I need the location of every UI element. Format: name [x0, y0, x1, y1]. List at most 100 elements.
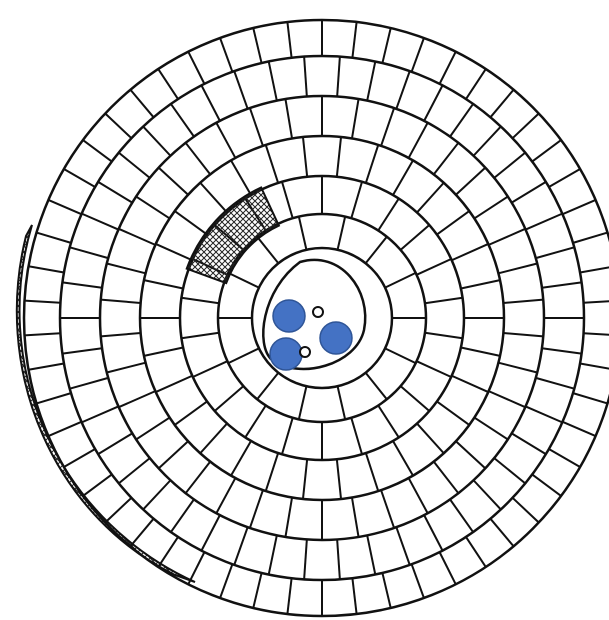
ring-1-divider	[366, 237, 387, 264]
ring-2-divider	[282, 182, 293, 218]
ring-3-divider	[461, 280, 500, 288]
ring-6-divider	[440, 552, 456, 584]
ring-3-divider	[393, 160, 413, 195]
ring-6-divider	[563, 200, 596, 214]
ring-6-divider	[37, 233, 71, 243]
ring-2-divider	[181, 333, 219, 338]
ring-2-divider	[425, 333, 463, 338]
ring-6-divider	[64, 169, 95, 187]
ring-6-divider	[48, 422, 81, 436]
ring-5-divider	[367, 61, 375, 100]
ring-2-divider	[425, 298, 463, 303]
ring-4-divider	[250, 490, 263, 528]
ring-5-divider	[82, 214, 119, 230]
ring-4-divider	[352, 99, 359, 138]
ring-2-divider	[351, 182, 362, 218]
ring-6-divider	[532, 140, 561, 161]
ring-4-divider	[186, 462, 211, 494]
ring-6-divider	[83, 474, 112, 495]
ring-3-divider	[337, 459, 341, 499]
ring-6-divider	[352, 578, 356, 614]
hatched-wedge	[187, 188, 279, 284]
ring-6-divider	[549, 169, 580, 187]
ring-5-divider	[143, 480, 170, 509]
ring-1-divider	[228, 273, 259, 288]
ring-4-divider	[489, 391, 526, 407]
ring-5-divider	[171, 104, 194, 137]
ring-3-divider	[337, 137, 341, 177]
ring-3-divider	[366, 145, 378, 183]
ring-5-divider	[70, 247, 109, 258]
ring-5-divider	[396, 71, 409, 109]
ring-6-divider	[37, 393, 71, 403]
ring-6-divider	[29, 266, 64, 272]
ring-3-divider	[437, 211, 469, 235]
ring-2-divider	[378, 199, 399, 231]
ring-4-divider	[186, 143, 211, 175]
ring-6-divider	[25, 333, 61, 335]
ring-4-divider	[434, 143, 459, 175]
ring-3-divider	[200, 424, 227, 454]
ring-3-divider	[231, 160, 251, 195]
ring-4-divider	[434, 462, 459, 494]
ring-5-divider	[234, 71, 247, 109]
ring-6-divider	[532, 474, 561, 495]
ring-4-divider	[159, 168, 188, 195]
ring-6-divider	[573, 393, 607, 403]
ring-5-divider	[424, 515, 442, 551]
ring-2-divider	[378, 405, 399, 437]
ring-6-divider	[287, 22, 291, 58]
ring-6-divider	[253, 28, 261, 63]
ring-6-divider	[25, 301, 61, 303]
ring-4-divider	[107, 363, 146, 373]
ring-5-divider	[201, 85, 219, 121]
ring-1-divider	[366, 373, 387, 400]
ring-5-divider	[450, 104, 473, 137]
ring-4-divider	[119, 229, 156, 245]
ring-4-divider	[285, 99, 292, 138]
ring-4-divider	[456, 441, 485, 468]
ring-6-divider	[412, 564, 424, 598]
ring-6-divider	[130, 90, 153, 118]
ring-2-divider	[417, 259, 452, 275]
ring-4-divider	[250, 108, 263, 146]
ring-6-divider	[466, 69, 486, 99]
ring-4-divider	[409, 123, 428, 158]
ring-2-divider	[401, 225, 430, 250]
ring-5-divider	[269, 61, 277, 100]
ring-5-divider	[62, 348, 102, 353]
ring-4-divider	[503, 300, 543, 303]
ring-4-divider	[136, 197, 169, 219]
ring-4-divider	[216, 123, 235, 158]
ring-5-divider	[542, 348, 582, 353]
ring-6-divider	[48, 200, 81, 214]
ring-3-divider	[175, 401, 207, 425]
ring-6-divider	[584, 333, 609, 335]
ring-3-divider	[175, 211, 207, 235]
ring-5-divider	[474, 127, 501, 156]
ring-6-divider	[158, 69, 178, 99]
small-ring-1	[313, 307, 323, 317]
ring-6-divider	[287, 578, 291, 614]
ring-3-divider	[144, 348, 183, 356]
ring-6-divider	[220, 564, 232, 598]
blue-circle-2	[320, 322, 352, 354]
ring-2-divider	[215, 386, 244, 411]
ring-3-divider	[461, 348, 500, 356]
ring-4-divider	[503, 333, 543, 336]
ring-6-divider	[440, 52, 456, 84]
ring-5-divider	[234, 527, 247, 565]
ring-5-divider	[494, 458, 525, 483]
ring-4-divider	[456, 168, 485, 195]
ring-3-divider	[156, 376, 193, 392]
ring-1-divider	[299, 217, 307, 250]
ring-6-divider	[466, 537, 486, 567]
ring-4-divider	[216, 478, 235, 513]
ring-5-divider	[304, 539, 307, 579]
ring-6-divider	[105, 498, 131, 523]
ring-2-divider	[245, 405, 266, 437]
ring-4-divider	[352, 498, 359, 537]
ring-3-divider	[437, 401, 469, 425]
ring-5-divider	[304, 57, 307, 97]
